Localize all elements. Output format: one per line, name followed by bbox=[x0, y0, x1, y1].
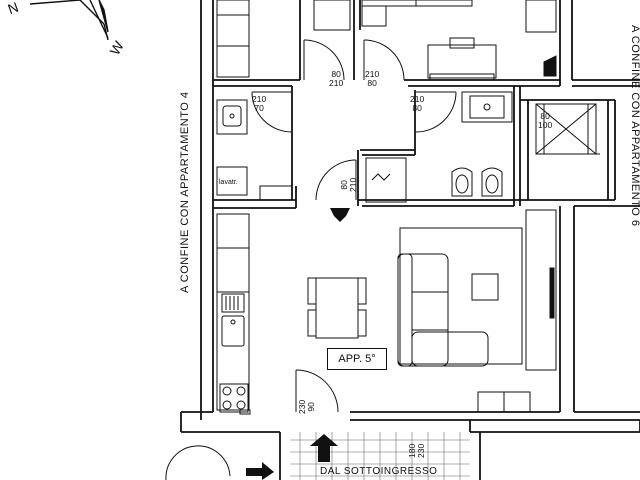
entry-arrow-icon bbox=[310, 434, 338, 462]
right-boundary-label: A CONFINE CON APPARTAMENTO 6 bbox=[629, 25, 640, 227]
wardrobe-left bbox=[216, 0, 250, 78]
side-arrow-icon bbox=[246, 462, 274, 480]
left-boundary-label: A CONFINE CON APPARTAMENTO 4 bbox=[179, 91, 191, 293]
compass-icon bbox=[29, 0, 109, 41]
dining-table bbox=[307, 277, 367, 339]
bottom-entry-label: DAL SOTTOINGRESSO bbox=[320, 466, 438, 477]
apartment-label: APP. 5° bbox=[327, 348, 387, 370]
walls bbox=[180, 0, 640, 480]
kitchen-counter bbox=[216, 213, 251, 415]
bottom-unit bbox=[477, 391, 531, 413]
service-bathroom bbox=[216, 99, 293, 201]
landing-grid bbox=[290, 432, 470, 480]
door-swings bbox=[165, 39, 457, 480]
shaft bbox=[535, 103, 600, 155]
section-marker-icon bbox=[330, 208, 350, 222]
living-area bbox=[397, 209, 557, 371]
laundry-label: lavatr. bbox=[219, 179, 238, 186]
main-bathroom bbox=[365, 91, 513, 203]
bedroom-furniture bbox=[313, 0, 557, 81]
